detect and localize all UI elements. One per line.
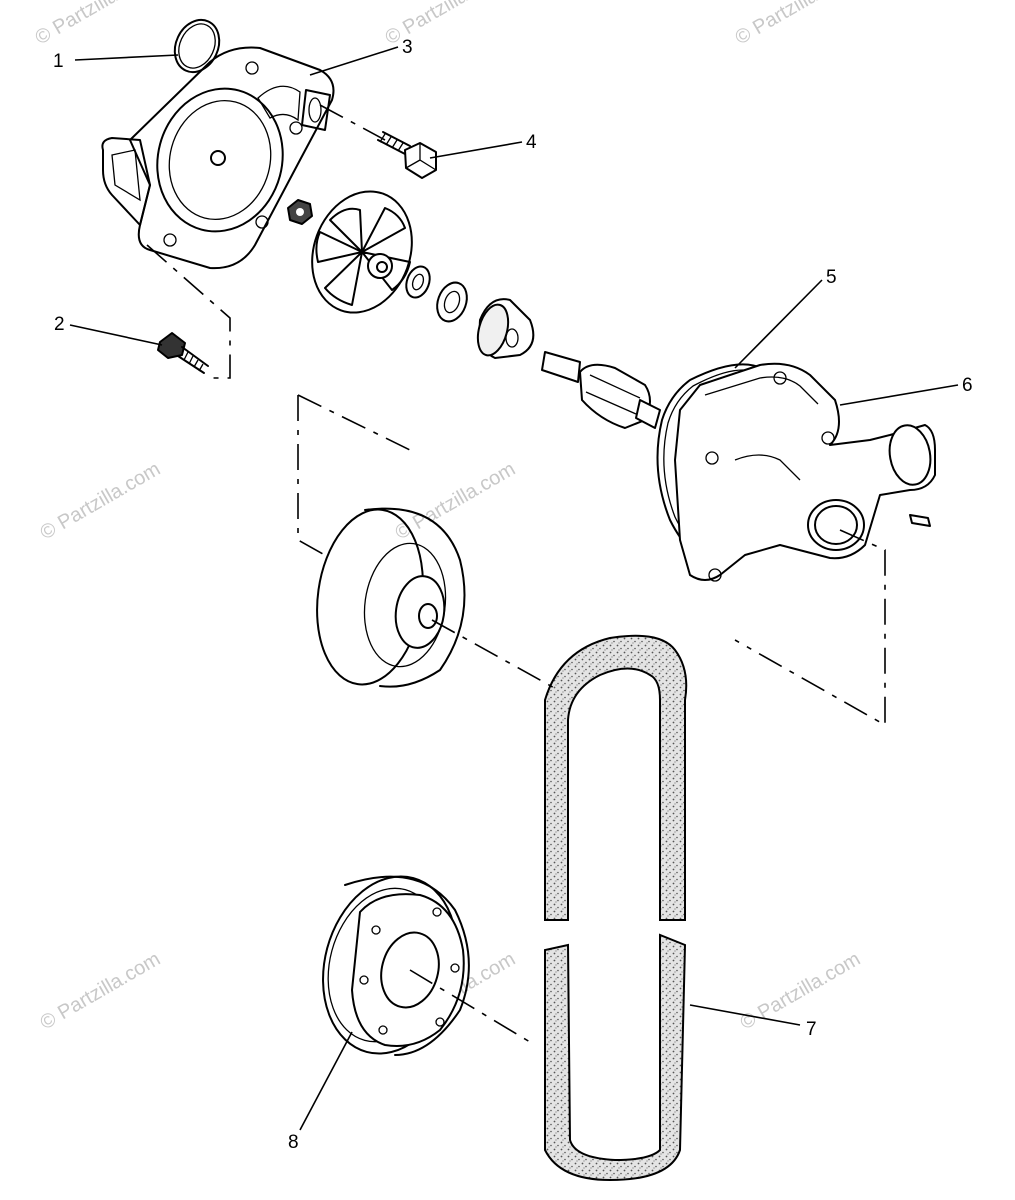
callout-labels: 1 3 4 2 5 6 7 8 — [53, 37, 973, 1153]
watermark-text: © Partzilla.com — [737, 948, 865, 1034]
callout-1: 1 — [53, 51, 64, 72]
assembly-center-lines — [146, 104, 886, 1046]
watermark-text: © Partzilla.com — [732, 0, 860, 49]
callout-5: 5 — [826, 267, 837, 288]
watermark-text: © Partzilla.com — [37, 948, 165, 1034]
callout-3: 3 — [402, 37, 413, 58]
callout-8: 8 — [288, 1132, 299, 1153]
callout-7: 7 — [806, 1019, 817, 1040]
part-4-bolt — [377, 131, 437, 179]
leader-lines — [69, 46, 959, 1131]
callout-2: 2 — [54, 314, 65, 335]
pump-pulley — [316, 507, 466, 688]
part-6-pump-body — [674, 362, 936, 582]
part-3-pump-cover — [101, 46, 335, 270]
impeller-nut — [287, 199, 313, 225]
watermark-text: © Partzilla.com — [37, 458, 165, 544]
watermark-text: © Partzilla.com — [32, 0, 160, 49]
part-7-drive-belt — [544, 634, 688, 1182]
part-1-o-ring — [173, 18, 221, 74]
callout-6: 6 — [962, 375, 973, 396]
part-8-crank-pulley — [322, 875, 470, 1056]
callout-4: 4 — [526, 132, 537, 153]
pump-shaft — [541, 351, 661, 429]
part-2-bolt — [157, 332, 209, 374]
shaft-seals — [405, 265, 535, 359]
impeller — [311, 190, 413, 314]
watermark-text: © Partzilla.com — [382, 0, 510, 49]
